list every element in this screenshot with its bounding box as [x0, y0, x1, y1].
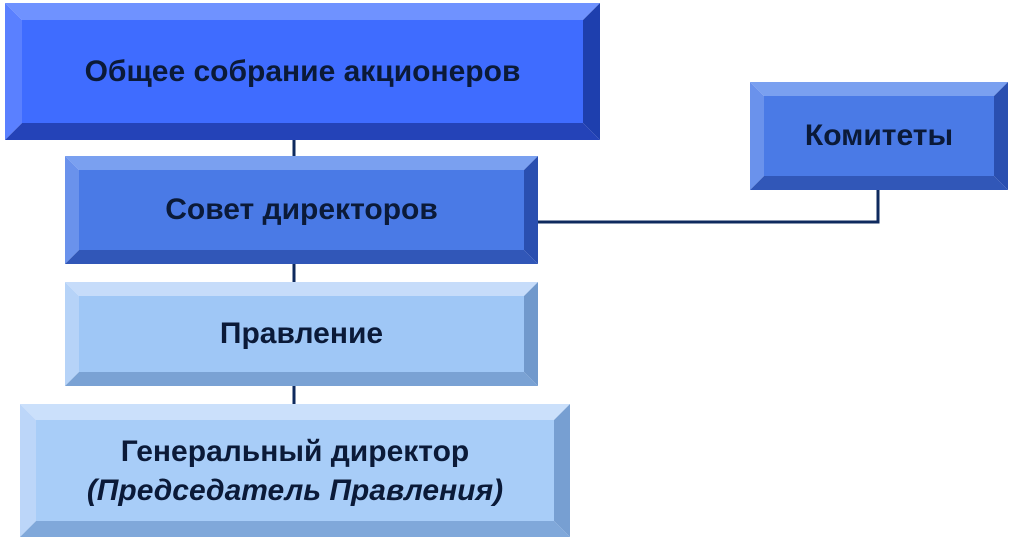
- ceo-subtitle-label: (Председатель Правления): [86, 473, 504, 507]
- ceo-box: Генеральный директор (Председатель Правл…: [20, 404, 570, 537]
- board-of-directors-label: Совет директоров: [165, 193, 438, 226]
- committees-box: Комитеты: [750, 82, 1008, 190]
- ceo-label: Генеральный директор: [120, 434, 470, 468]
- board-of-directors-box: Совет директоров: [65, 156, 538, 264]
- general-meeting-box: Общее собрание акционеров: [5, 3, 600, 140]
- management-board-label: Правление: [219, 317, 384, 350]
- committees-label: Комитеты: [804, 119, 954, 152]
- management-board-box: Правление: [65, 282, 538, 386]
- general-meeting-label: Общее собрание акционеров: [84, 54, 521, 88]
- connector-board-committees: [538, 190, 880, 224]
